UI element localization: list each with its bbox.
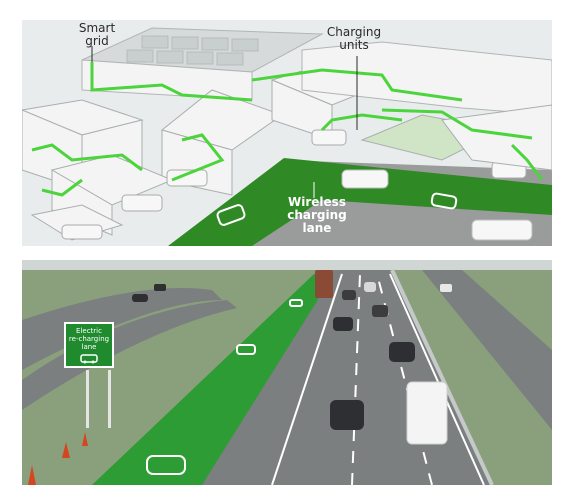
car-icon bbox=[430, 192, 458, 210]
sign-line: Electric bbox=[76, 327, 102, 335]
charging-units-label-line: units bbox=[339, 38, 369, 52]
wireless-label-line: Wireless bbox=[288, 195, 346, 209]
green-lane bbox=[92, 274, 334, 485]
wireless-label-line: charging bbox=[287, 208, 347, 222]
cones bbox=[28, 432, 88, 485]
sign-post bbox=[108, 370, 111, 428]
car-charging-icon bbox=[80, 354, 98, 364]
sign-line: re-charging bbox=[68, 335, 110, 343]
far-carriageway bbox=[422, 270, 552, 430]
smart-grid-illustration bbox=[22, 20, 552, 246]
vehicles bbox=[132, 270, 452, 445]
slip-road bbox=[22, 288, 222, 370]
solar-panels bbox=[126, 35, 259, 66]
lane-car-icons bbox=[146, 299, 303, 475]
car-icon bbox=[216, 204, 246, 226]
barrier bbox=[390, 269, 494, 485]
grid-lines bbox=[31, 62, 544, 197]
smart-grid-label-line: grid bbox=[85, 34, 109, 48]
parked-cars bbox=[61, 129, 527, 240]
right-block bbox=[441, 104, 552, 171]
charging-units-label-line: Charging bbox=[326, 25, 382, 39]
wireless-charging-lane-label: Wireless charging lane bbox=[282, 196, 352, 235]
sign-post bbox=[86, 370, 89, 428]
sign-line: lane bbox=[81, 343, 97, 351]
car bbox=[341, 169, 389, 189]
smart-grid-label-line: Smart bbox=[78, 21, 116, 35]
electric-recharging-lane-sign: Electric re-charging lane bbox=[64, 322, 114, 368]
houses bbox=[22, 64, 384, 241]
motorway-photo bbox=[22, 260, 552, 485]
car bbox=[471, 219, 533, 241]
smart-grid-label: Smart grid bbox=[72, 22, 122, 48]
wireless-label-line: lane bbox=[302, 221, 332, 235]
photo-canvas bbox=[22, 260, 552, 485]
illustration-canvas bbox=[22, 20, 552, 246]
right-buildings bbox=[301, 41, 552, 116]
charging-units-label: Charging units bbox=[322, 26, 386, 52]
